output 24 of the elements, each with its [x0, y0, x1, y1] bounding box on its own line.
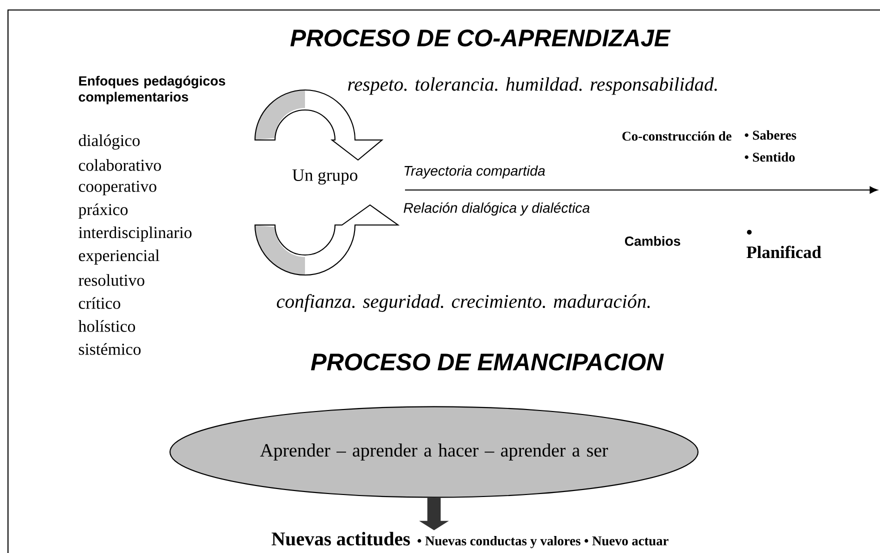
list-item: dialógico [78, 134, 140, 150]
outlined-title: PROCESO DE CO-APRENDIZAJE [290, 30, 671, 46]
list-item: holístico [78, 320, 136, 332]
bullet-item: • Saberes [744, 130, 796, 140]
list-item: experiencial [78, 249, 160, 265]
list-item: cooperativo [78, 180, 156, 196]
line-label: Relación dialógica y dialéctica [404, 202, 590, 216]
heading-text: Enfoques pedagógicos complementarios [78, 76, 226, 104]
line-label: Trayectoria compartida [404, 165, 545, 179]
list-item: colaborativo [78, 159, 161, 171]
list-item: interdisciplinario [78, 226, 192, 242]
list-item: resolutivo [78, 274, 144, 286]
bullet-item: • Sentido [744, 152, 795, 162]
list-item: sistémico [78, 343, 141, 355]
outlined-title: PROCESO DE EMANCIPACION [310, 354, 664, 370]
heading-text: Co-construcción de [622, 131, 732, 141]
heading-text: Cambios [624, 236, 680, 246]
list-item: crítico [78, 297, 120, 309]
result-text: Nuevas actitudes • Nuevas conductas y valores • Nuevo actuar [272, 532, 668, 548]
value-text: respeto. tolerancia. humildad. responsabilidad. [348, 77, 717, 95]
group-text: Un grupo [290, 169, 360, 185]
list-item: práxico [78, 203, 128, 219]
bullet-item: • Planificad [746, 230, 822, 258]
value-text: confianza. seguridad. crecimiento. maduración. [276, 294, 650, 312]
